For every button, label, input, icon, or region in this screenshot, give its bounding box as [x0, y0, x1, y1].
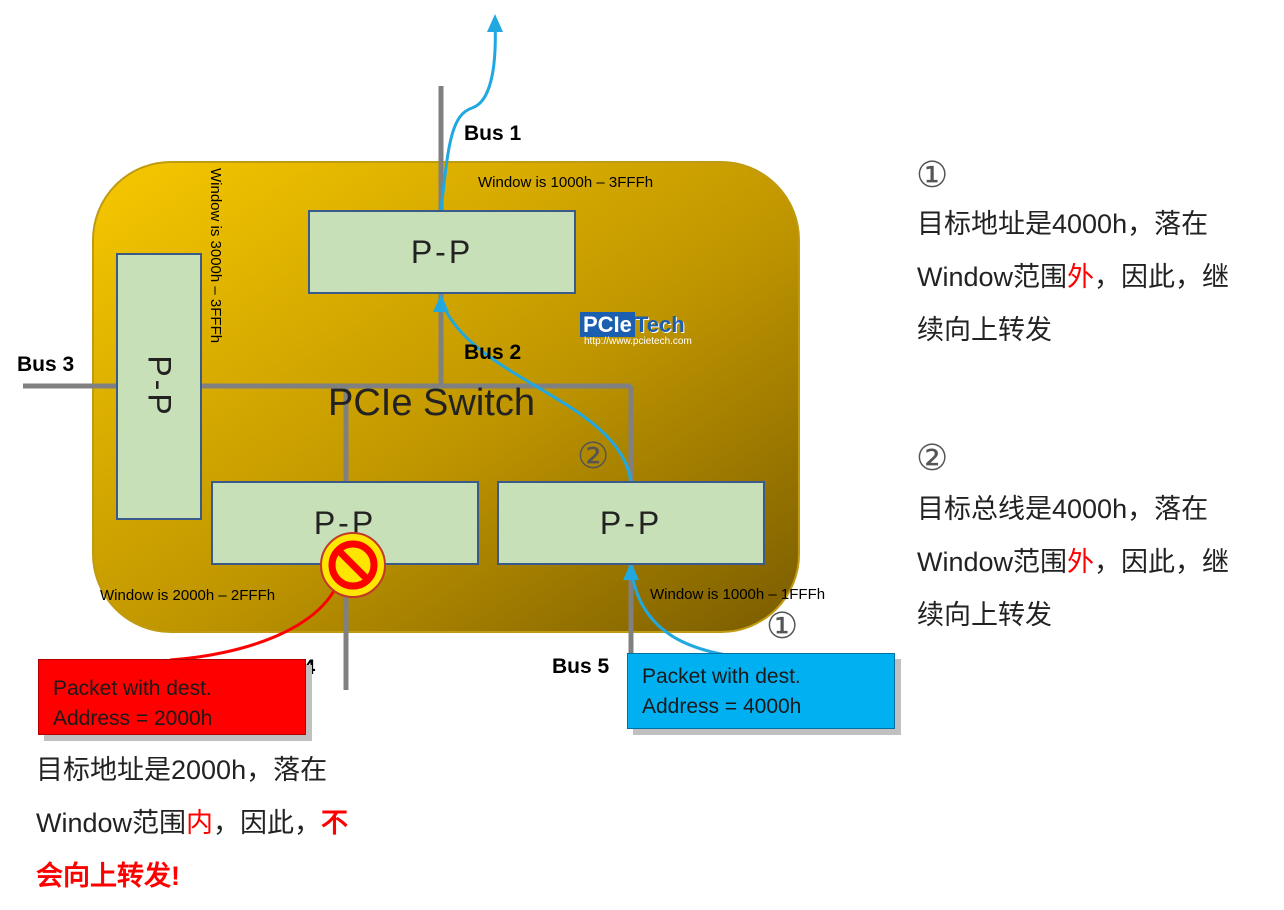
step1-marker: ① [766, 605, 799, 646]
note1-text: 目标地址是4000h，落在 Window范围外，因此，继 续向上转发 [917, 198, 1277, 357]
no-entry-sign-overlay [320, 532, 386, 598]
note2-line2b: ，因此，继 [1094, 547, 1230, 577]
note2-marker: ② [916, 437, 949, 478]
logo-brand-b: Tech [634, 312, 685, 337]
step2-marker: ② [577, 435, 610, 476]
bridge-top: P-P [308, 210, 576, 294]
window-left-label: Window is 3000h – 3FFFh [207, 168, 224, 344]
bridge-bottom-right-label: P-P [599, 504, 663, 541]
red-packet-line2: Address = 2000h [53, 707, 213, 730]
red-packet-line1: Packet with dest. [53, 677, 212, 700]
window-bottom-left-label: Window is 2000h – 2FFFh [100, 587, 276, 604]
bus3-label: Bus 3 [17, 353, 75, 376]
bridge-bottom-right: P-P [497, 481, 765, 565]
note3-line2-bold-red: 不 [321, 808, 349, 838]
note2-line2: Window范围外，因此，继 [917, 536, 1277, 589]
note3-line2b: ，因此， [213, 808, 322, 838]
bridge-top-label: P-P [410, 233, 474, 270]
note2-line1: 目标总线是4000h，落在 [917, 494, 1209, 524]
bus5-label: Bus 5 [552, 655, 610, 678]
logo-url: http://www.pcietech.com [584, 336, 692, 347]
note1-line1: 目标地址是4000h，落在 [917, 209, 1209, 239]
switch-title: PCIe Switch [328, 382, 535, 424]
blue-packet: Packet with dest. Address = 4000h [627, 653, 895, 729]
note3-line3: 会向上转发! [36, 861, 180, 891]
note2-text: 目标总线是4000h，落在 Window范围外，因此，继 续向上转发 [917, 483, 1277, 642]
note1-line2-red: 外 [1067, 262, 1095, 292]
note2-line2-red: 外 [1067, 547, 1095, 577]
bridge-left: P-P [116, 253, 202, 520]
note3-text: 目标地址是2000h，落在 Window范围内，因此，不 会向上转发! [36, 744, 416, 903]
blue-packet-line2: Address = 4000h [642, 695, 802, 718]
blue-packet-line1: Packet with dest. [642, 665, 801, 688]
note1-line2a: Window范围 [917, 262, 1068, 292]
note3-line1: 目标地址是2000h，落在 [36, 755, 328, 785]
red-packet: Packet with dest. Address = 2000h [38, 659, 306, 735]
note1-marker: ① [916, 154, 949, 195]
bus1-label: Bus 1 [464, 122, 522, 145]
note1-line2b: ，因此，继 [1094, 262, 1230, 292]
note2-line3: 续向上转发 [917, 600, 1052, 630]
arrow-heads [433, 14, 639, 580]
window-bottom-right-label: Window is 1000h – 1FFFh [650, 586, 826, 603]
note1-line2: Window范围外，因此，继 [917, 251, 1277, 304]
note3-line2a: Window范围 [36, 808, 187, 838]
note2-line2a: Window范围 [917, 547, 1068, 577]
window-top-label: Window is 1000h – 3FFFh [478, 174, 654, 191]
note3-line2: Window范围内，因此，不 [36, 797, 416, 850]
logo-brand-a: PCIe [580, 312, 635, 337]
note3-line2-red: 内 [186, 808, 214, 838]
bridge-left-label: P-P [141, 355, 178, 418]
note1-line3: 续向上转发 [917, 315, 1052, 345]
bus2-label: Bus 2 [464, 341, 522, 364]
bus-lines [23, 86, 634, 690]
